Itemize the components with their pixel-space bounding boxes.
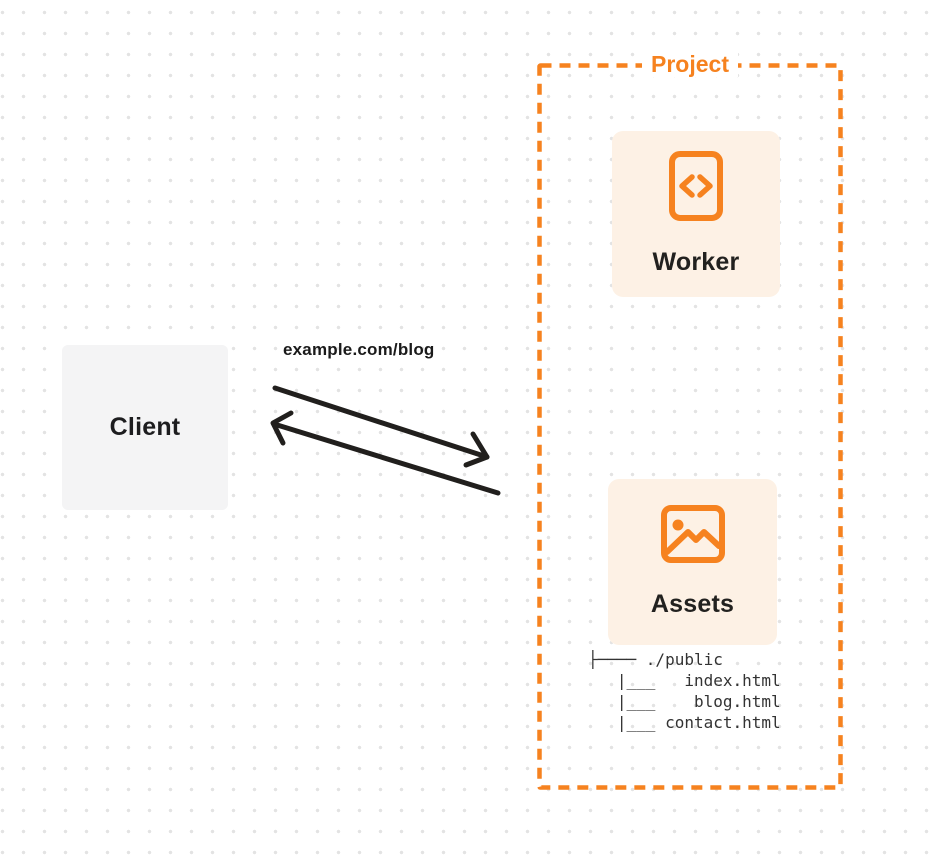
- assets-file-tree: ├──── ./public |___ index.html |___ blog…: [588, 650, 781, 732]
- worker-label: Worker: [652, 248, 740, 276]
- client-node: Client: [62, 345, 228, 510]
- request-arrow: [272, 385, 490, 468]
- assets-node: Assets: [608, 479, 777, 645]
- image-icon: [660, 505, 725, 563]
- code-document-icon: [669, 151, 723, 221]
- request-url-label: example.com/blog: [283, 340, 435, 359]
- project-dashed-border: [537, 63, 843, 790]
- client-label: Client: [109, 413, 181, 441]
- response-arrow: [270, 410, 501, 496]
- assets-label: Assets: [650, 590, 735, 618]
- worker-node: Worker: [612, 131, 780, 297]
- project-label: Project: [642, 52, 738, 77]
- project-container: Project Worker Assets ├──── ./public |__…: [537, 52, 843, 790]
